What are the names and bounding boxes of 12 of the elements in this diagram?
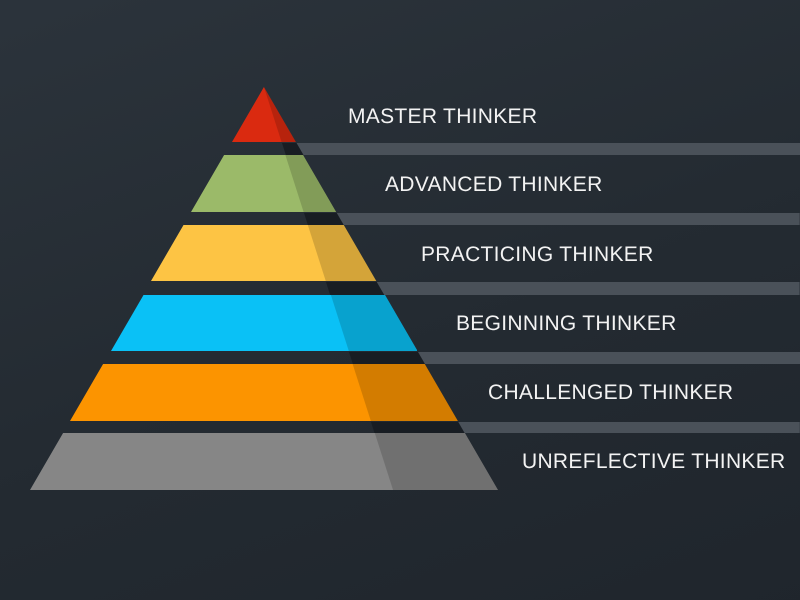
pyramid-level <box>110 295 418 351</box>
pyramid-level <box>30 433 498 490</box>
level-label: MASTER THINKER <box>348 105 538 129</box>
pyramid-level <box>70 364 458 421</box>
pyramid-level <box>191 155 337 212</box>
level-label: ADVANCED THINKER <box>385 173 603 197</box>
pyramid-level <box>151 225 377 281</box>
level-label: UNREFLECTIVE THINKER <box>522 450 786 474</box>
pyramid-level <box>232 87 296 142</box>
level-label: CHALLENGED THINKER <box>488 381 734 405</box>
level-label: PRACTICING THINKER <box>421 243 654 267</box>
level-label: BEGINNING THINKER <box>456 312 677 336</box>
